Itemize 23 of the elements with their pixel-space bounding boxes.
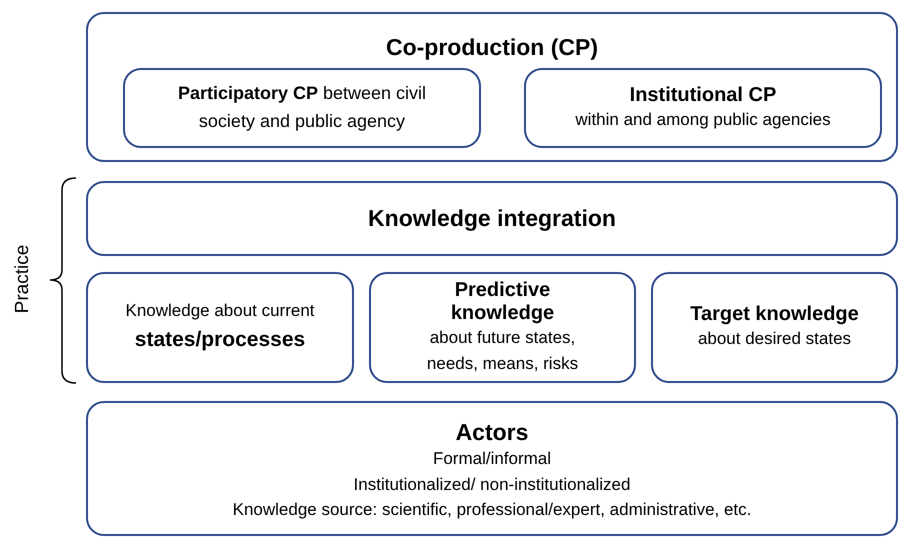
heading: Predictive knowledge (450, 279, 556, 325)
heading: Target knowledge (690, 303, 859, 326)
content-box (123, 68, 481, 148)
description: Institutionalized/ non-institutionalized (354, 474, 630, 496)
content-box (86, 12, 898, 162)
description: Knowledge about current states/processes (124, 300, 316, 354)
content-box (86, 401, 898, 536)
content-box (86, 272, 354, 383)
description: Formal/informal (432, 448, 552, 470)
content-box (651, 272, 898, 383)
description: about future states, needs, means, risks (426, 327, 580, 374)
content-box (86, 181, 898, 256)
heading: Actors (456, 419, 528, 446)
content-box (524, 68, 882, 148)
heading: Institutional CP (630, 84, 776, 107)
description: Participatory CP between civil society and public agency (176, 82, 428, 133)
side-label: Practice (12, 244, 34, 314)
heading: Co-production (CP) (386, 34, 598, 61)
description: within and among public agencies (575, 108, 831, 131)
content-box (369, 272, 636, 383)
description: Knowledge source: scientific, professional/expert, administrative, etc. (232, 499, 752, 521)
heading: Knowledge integration (368, 205, 616, 232)
description: about desired states (698, 328, 852, 350)
